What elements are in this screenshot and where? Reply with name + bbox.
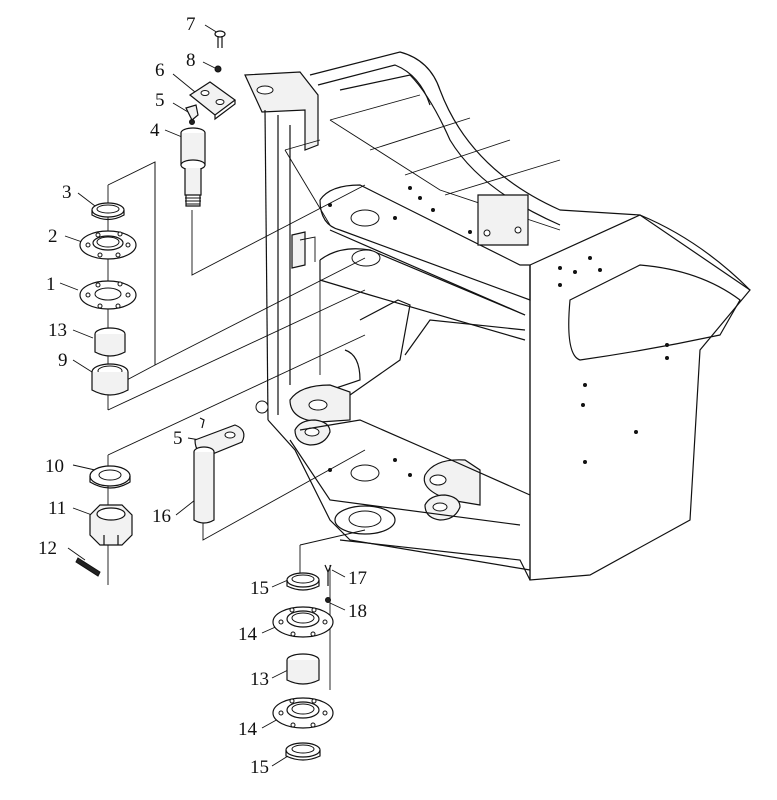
flange-part-14-upper: [272, 606, 334, 638]
upper-pin-part-4: [180, 127, 206, 207]
castle-nut-part-11: [89, 504, 133, 546]
seal-ring-part-15-lower: [285, 742, 321, 761]
callout-16: 16: [152, 506, 171, 527]
lower-pin-part-16: [193, 424, 245, 524]
washer-part-8: [214, 65, 222, 73]
bearing-part-13-lower: [286, 653, 320, 685]
frame-body: [244, 51, 751, 581]
callout-14-upper: 14: [238, 624, 258, 645]
bushing-part-9: [91, 363, 129, 396]
callout-9: 9: [58, 350, 68, 371]
callout-6: 6: [155, 60, 165, 81]
bolt-part-17: [324, 564, 332, 586]
callout-5-top: 5: [155, 90, 165, 111]
callout-7: 7: [186, 14, 196, 35]
shim-part-1: [79, 280, 137, 310]
grease-fitting-part-5-top: [185, 104, 199, 125]
seal-ring-part-15-upper: [286, 572, 320, 591]
callout-12: 12: [38, 538, 57, 559]
callout-5-lower: 5: [173, 428, 183, 449]
bolt-part-7: [214, 30, 226, 48]
callout-10: 10: [45, 456, 64, 477]
callout-15-lower: 15: [250, 757, 269, 778]
callout-18: 18: [348, 601, 367, 622]
callout-15-upper: 15: [250, 578, 269, 599]
callout-1: 1: [46, 274, 56, 295]
bearing-part-13-upper: [94, 327, 126, 357]
callout-3: 3: [62, 182, 72, 203]
callout-17: 17: [348, 568, 367, 589]
grease-fitting-part-5-lower: [199, 417, 205, 429]
flange-part-14-lower: [272, 697, 334, 729]
seal-ring-part-3: [91, 202, 125, 221]
callout-13-lower: 13: [250, 669, 269, 690]
washer-part-10: [89, 465, 131, 489]
flange-part-2: [79, 230, 137, 260]
washer-part-18: [325, 597, 331, 603]
callout-4: 4: [150, 120, 160, 141]
callout-2: 2: [48, 226, 58, 247]
callout-labels: 7 8 6 5 4 3 2 1 13 9 5 10 11 16 12 17 15…: [38, 14, 367, 778]
callout-11: 11: [48, 498, 66, 519]
callout-14-lower: 14: [238, 719, 258, 740]
cotter-pin-part-12: [75, 557, 101, 577]
callout-13-upper: 13: [48, 320, 67, 341]
lock-plate-part-6: [188, 81, 237, 121]
callout-8: 8: [186, 50, 196, 71]
